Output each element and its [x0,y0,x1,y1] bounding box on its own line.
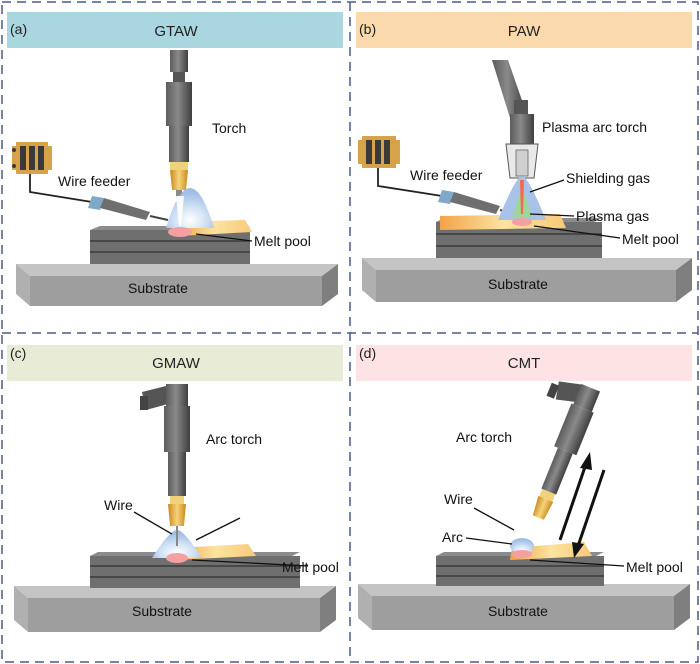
cmt-arc [510,538,534,554]
paw-substrate [362,258,692,302]
gmaw-substrate-label: Substrate [132,603,192,619]
gmaw-substrate [14,586,336,632]
paw-melt-pool-label: Melt pool [622,231,679,247]
cmt-wire-leader [473,507,515,531]
paw-shielding-gas-leader [529,179,565,193]
gtaw-melt-pool-leader [195,233,253,242]
cmt-arc-leader [465,537,513,545]
gmaw-wire-leader [133,511,173,535]
gtaw-title: GTAW [154,23,198,40]
gtaw-melt-pool-label: Melt pool [254,233,311,249]
gtaw-torch-label: Torch [212,120,246,136]
gtaw-substrate [16,264,338,306]
cmt-substrate-label: Substrate [488,603,548,619]
cmt-melt-pool-label: Melt pool [626,559,683,575]
cmt-torch [532,381,601,520]
gmaw-torch [140,384,190,526]
gtaw-torch [166,50,192,198]
cmt-melt-pool-leader [529,559,625,567]
paw-wire-feeder [358,136,517,215]
paw-melt-pool-leader [533,225,621,239]
panel-cmt: (d) CMT Substrate [356,345,692,630]
gtaw-substrate-label: Substrate [128,280,188,296]
cmt-substrate [358,584,690,630]
cmt-arc-label: Arc [442,529,463,545]
panel-gtaw: (a) GTAW Substrate [7,12,343,306]
paw-wire-feeder-label: Wire feeder [410,167,483,183]
gtaw-wire-feeder [12,142,169,221]
gmaw-title: GMAW [152,355,201,372]
gmaw-melt-pool-leader [191,559,309,567]
paw-shielding-gas-label: Shielding gas [566,170,650,186]
cmt-torch-label: Arc torch [456,429,512,445]
cmt-motion-arrows [558,452,606,558]
gmaw-torch-label: Arc torch [206,431,262,447]
gmaw-arc-pointer [195,517,241,541]
paw-panel-letter: (b) [359,21,376,37]
cmt-wire-label: Wire [444,491,473,507]
cmt-panel-letter: (d) [359,345,376,361]
paw-plasma-gas-label: Plasma gas [576,208,649,224]
gmaw-wire-label: Wire [104,497,133,513]
cmt-title: CMT [508,355,541,372]
gtaw-title-bar [7,12,343,48]
cmt-title-bar [356,345,692,381]
gtaw-arc [166,188,214,228]
paw-substrate-label: Substrate [488,276,548,292]
gmaw-melt-pool-label: Melt pool [282,559,339,575]
paw-torch-label: Plasma arc torch [542,119,647,135]
panel-gmaw: (c) GMAW Substrate Arc torc [7,345,343,632]
paw-torch [492,60,539,179]
paw-title: PAW [508,23,541,40]
gmaw-panel-letter: (c) [10,345,26,361]
gtaw-panel-letter: (a) [10,21,27,37]
gtaw-wire-feeder-label: Wire feeder [58,173,131,189]
paw-title-bar [356,12,692,48]
gmaw-deposited-layers [90,544,300,588]
gmaw-title-bar [7,345,343,381]
panel-paw: (b) PAW Substrate [356,12,692,302]
paw-plasma-gas-leader [529,213,575,217]
